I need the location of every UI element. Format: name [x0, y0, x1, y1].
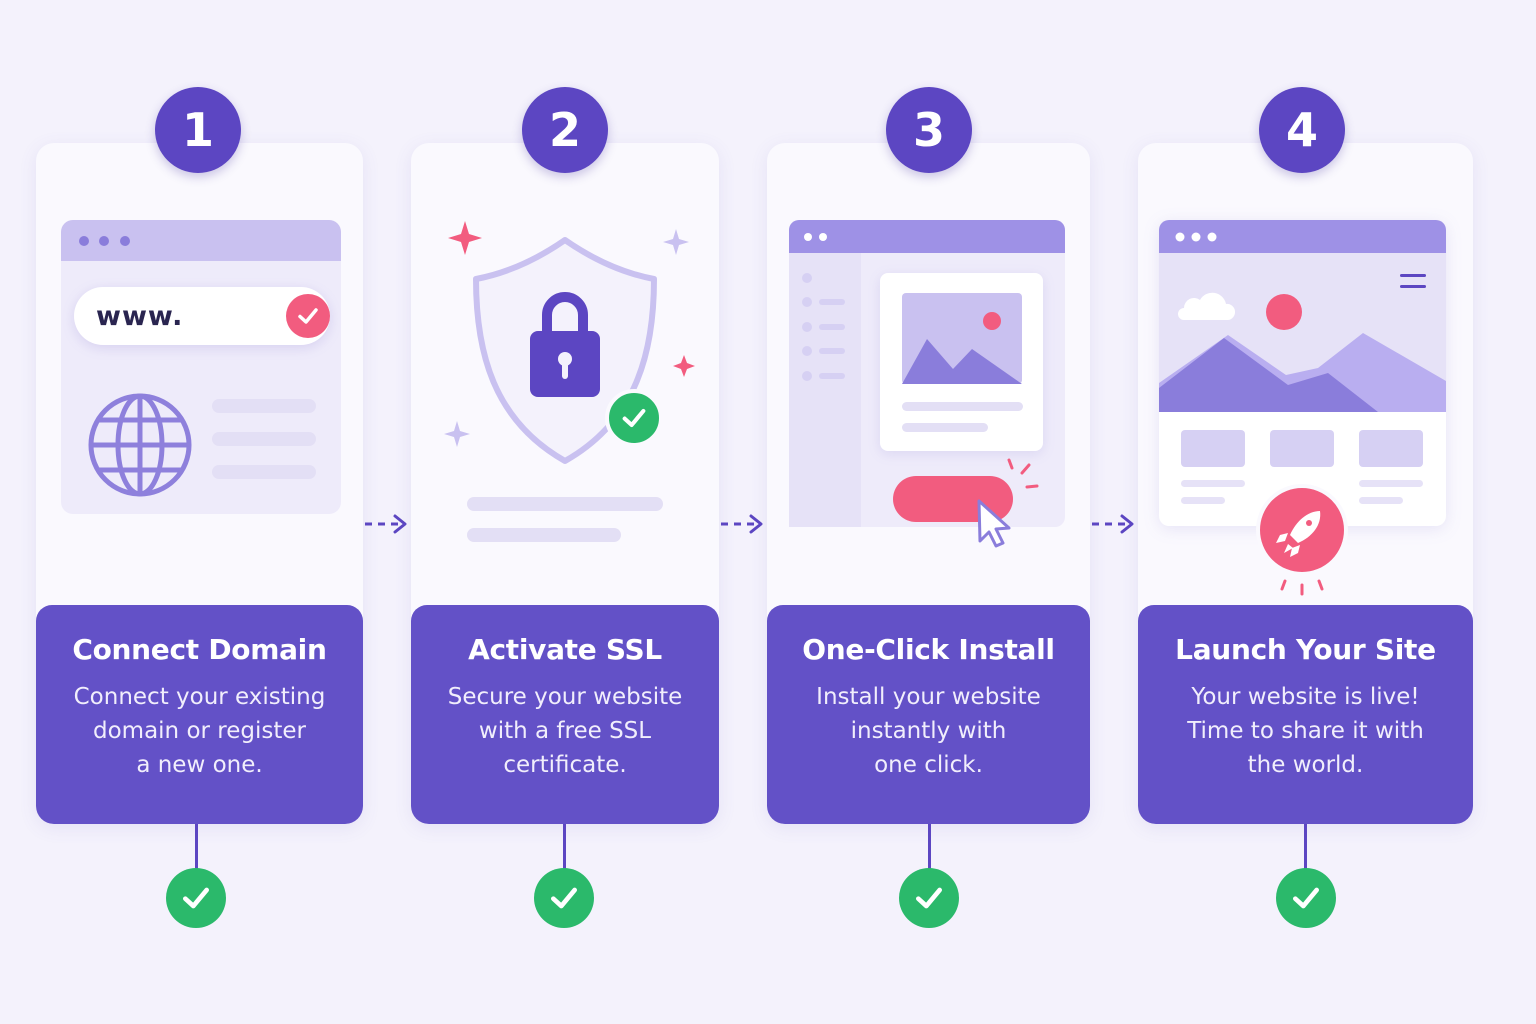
connector-line — [563, 824, 566, 870]
step-desc-line: a new one. — [136, 752, 263, 778]
check-icon — [286, 294, 330, 338]
completed-check-icon — [534, 868, 594, 928]
step-activate-ssl: 2 Activate SSL Secure your webs — [411, 0, 719, 1024]
connector-line — [928, 824, 931, 870]
step-title: One-Click Install — [802, 633, 1055, 666]
step-desc-line: Install your website — [816, 684, 1041, 710]
check-icon — [605, 389, 663, 447]
step-desc-line: Secure your website — [447, 684, 683, 710]
arrow-right-icon — [365, 514, 407, 534]
completed-check-icon — [166, 868, 226, 928]
step-title: Connect Domain — [72, 633, 327, 666]
globe-icon — [88, 393, 192, 497]
completed-check-icon — [899, 868, 959, 928]
cursor-icon — [977, 499, 1011, 548]
connector-line — [1304, 824, 1307, 870]
rocket-icon — [1276, 511, 1321, 557]
step-caption: One-Click Install Install your website i… — [767, 605, 1090, 824]
step-desc-line: Connect your existing — [73, 684, 326, 710]
step-one-click-install: 3 — [767, 0, 1090, 1024]
step-title: Launch Your Site — [1175, 633, 1436, 666]
step-number-badge: 2 — [522, 87, 608, 173]
step-desc-line: certificate. — [503, 752, 627, 778]
step-desc-line: domain or register — [93, 718, 306, 744]
step-desc-line: instantly with — [850, 718, 1007, 744]
shield-lock-icon — [473, 237, 657, 464]
connector-line — [195, 824, 198, 870]
step-desc-line: Time to share it with — [1187, 718, 1424, 744]
step-card: Launch Your Site Your website is live! T… — [1138, 143, 1473, 824]
step-launch-site: 4 — [1138, 0, 1473, 1024]
arrow-right-icon — [1092, 514, 1134, 534]
step-number-badge: 3 — [886, 87, 972, 173]
step-caption: Connect Domain Connect your existing dom… — [36, 605, 363, 824]
step-desc-line: Your website is live! — [1191, 684, 1420, 710]
step-title: Activate SSL — [468, 633, 662, 666]
step-desc-line: with a free SSL — [478, 718, 652, 744]
step-caption: Launch Your Site Your website is live! T… — [1138, 605, 1473, 824]
completed-check-icon — [1276, 868, 1336, 928]
step-number-badge: 4 — [1259, 87, 1345, 173]
step-connect-domain: 1 www. — [36, 0, 363, 1024]
domain-illustration — [61, 220, 341, 514]
url-text: www. — [96, 301, 184, 332]
install-illustration — [789, 220, 1065, 548]
ssl-illustration — [444, 221, 695, 542]
step-card: One-Click Install Install your website i… — [767, 143, 1090, 824]
launch-illustration — [1159, 220, 1446, 596]
arrow-right-icon — [721, 514, 763, 534]
step-desc-line: the world. — [1247, 752, 1364, 778]
step-card: www. Connect Domain Connect your existin… — [36, 143, 363, 824]
step-desc-line: one click. — [874, 752, 983, 778]
step-caption: Activate SSL Secure your website with a … — [411, 605, 719, 824]
step-card: Activate SSL Secure your website with a … — [411, 143, 719, 824]
step-number-badge: 1 — [155, 87, 241, 173]
